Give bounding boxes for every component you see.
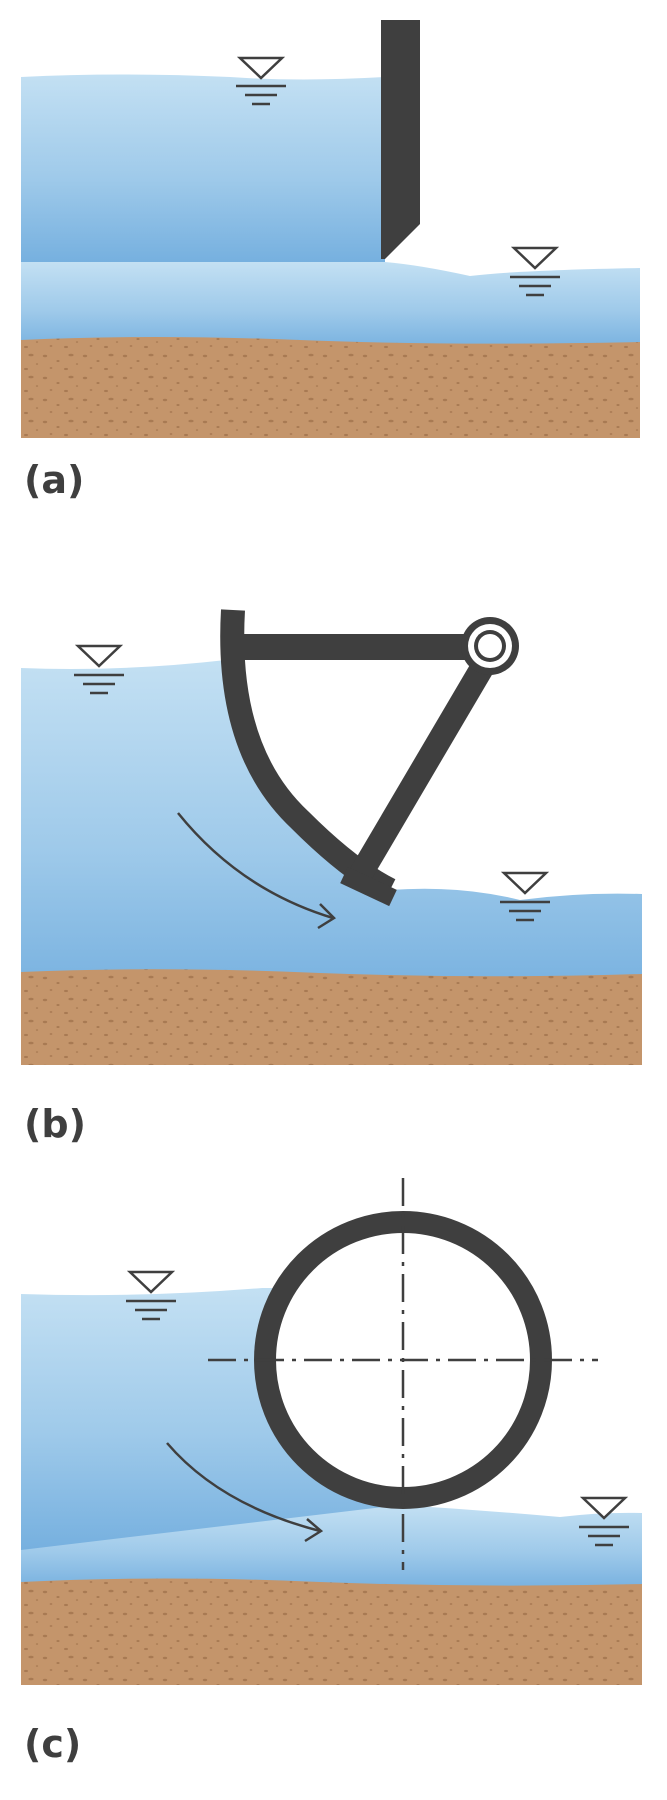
drum-gate-diagram bbox=[21, 1178, 642, 1685]
water-level-icon bbox=[126, 1270, 176, 1321]
flow-arrow-icon bbox=[166, 1442, 324, 1543]
downstream-water bbox=[21, 262, 640, 350]
ground bbox=[21, 337, 640, 438]
panel-label-c: (c) bbox=[24, 1722, 82, 1766]
downstream-water bbox=[21, 1505, 642, 1590]
upstream-water bbox=[21, 74, 385, 262]
panel-label-a: (a) bbox=[24, 458, 85, 502]
radial-gate-diagram bbox=[21, 609, 642, 1065]
water-level-icon bbox=[74, 644, 124, 695]
water-level-icon bbox=[236, 56, 286, 106]
panel-b: (b) bbox=[0, 600, 667, 1160]
centerline-icon bbox=[208, 1178, 598, 1570]
panel-a: (a) bbox=[0, 0, 667, 502]
water-level-icon bbox=[579, 1496, 629, 1547]
ground bbox=[21, 1578, 642, 1685]
radial-gate-arm bbox=[345, 661, 493, 889]
water-level-icon bbox=[510, 246, 560, 297]
panel-c: (c) bbox=[0, 1170, 667, 1800]
water-level-icon bbox=[500, 871, 550, 922]
flow-arrow-icon bbox=[177, 812, 336, 930]
radial-gate-lip bbox=[340, 866, 397, 907]
sluice-gate bbox=[381, 20, 420, 259]
sluice-gate-diagram bbox=[21, 20, 640, 438]
panel-label-b: (b) bbox=[24, 1102, 86, 1146]
upstream-water bbox=[21, 660, 642, 1000]
hinge-icon bbox=[461, 617, 519, 675]
ground bbox=[21, 969, 642, 1065]
